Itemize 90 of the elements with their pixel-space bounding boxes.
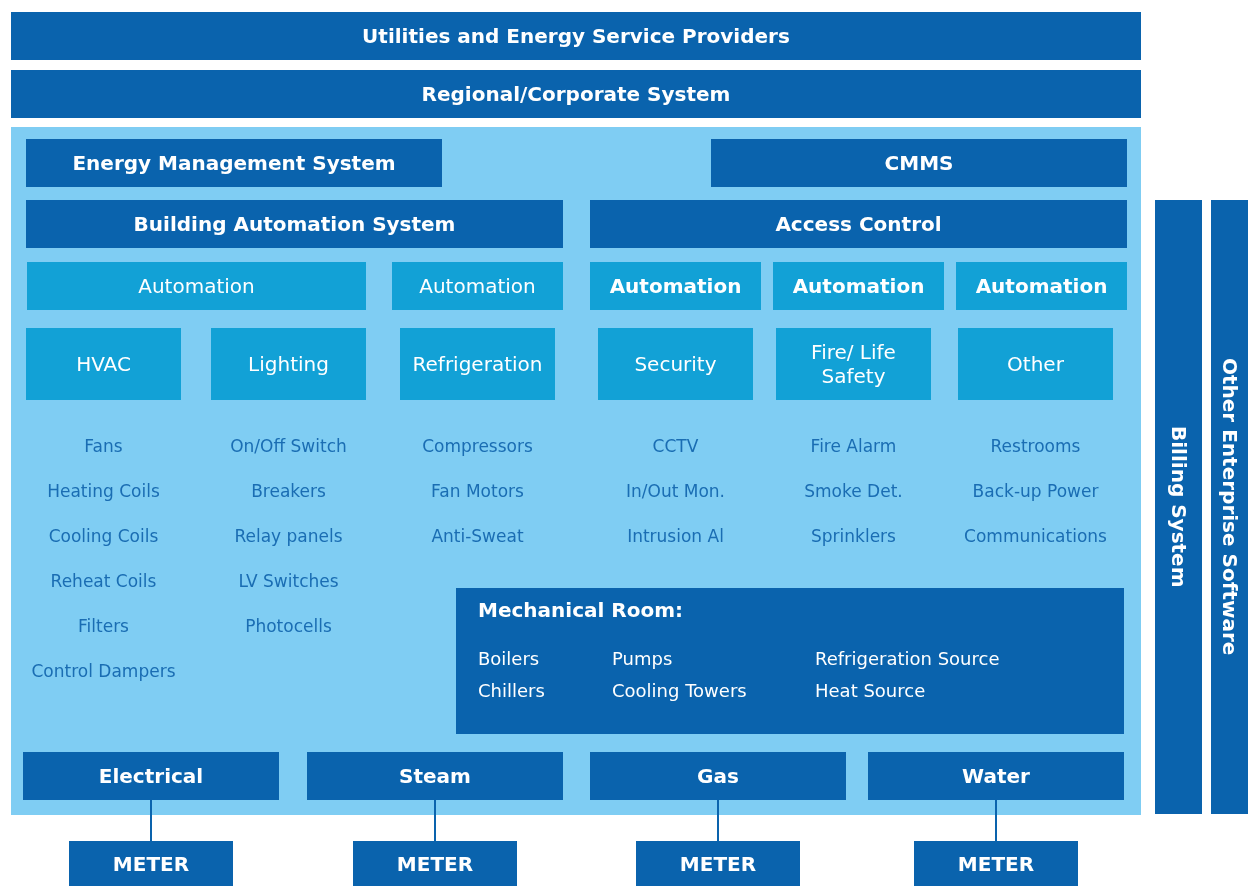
bar-title: Regional/Corporate System xyxy=(421,82,731,106)
item-label: Back-up Power xyxy=(971,481,1100,502)
bar-title: Automation xyxy=(419,274,536,298)
item-label: Filters xyxy=(77,616,130,637)
item-label: Anti-Sweat xyxy=(430,526,525,547)
utility-bar xyxy=(868,752,1124,800)
equipment-label: Boilers xyxy=(478,648,540,669)
equipment-label: Chillers xyxy=(478,680,545,701)
system-bar xyxy=(711,139,1127,187)
bar-title: Automation xyxy=(975,274,1108,298)
item-label: LV Switches xyxy=(237,571,340,592)
meter-box xyxy=(69,841,233,886)
system-bar xyxy=(11,70,1141,118)
item-label: Communications xyxy=(963,526,1108,547)
item-label: Compressors xyxy=(421,436,534,457)
bar-title: Security xyxy=(634,352,717,376)
automation-bar xyxy=(956,262,1127,310)
bar-title: Automation xyxy=(138,274,255,298)
bar-title: Billing System xyxy=(1166,426,1191,588)
equipment-label: Cooling Towers xyxy=(612,680,747,701)
item-label: Control Dampers xyxy=(30,661,177,682)
item-label: Fire Alarm xyxy=(809,436,898,457)
panel-heading: Mechanical Room: xyxy=(478,598,684,622)
connector-line xyxy=(150,799,152,842)
system-bar xyxy=(590,200,1127,248)
category-box xyxy=(958,328,1113,400)
bar-title: Energy Management System xyxy=(72,151,396,175)
category-box xyxy=(598,328,753,400)
bar-title: METER xyxy=(112,851,190,876)
vertical-bar xyxy=(1211,200,1248,814)
utility-bar xyxy=(590,752,846,800)
bar-title: Electrical xyxy=(98,764,204,788)
bar-title: Fire/ Life Safety xyxy=(810,340,897,388)
item-label: Smoke Det. xyxy=(803,481,904,502)
item-label: Restrooms xyxy=(989,436,1082,457)
meter-box xyxy=(914,841,1078,886)
bar-title: Water xyxy=(962,764,1030,788)
bar-title: Utilities and Energy Service Providers xyxy=(362,24,790,48)
item-label: Fans xyxy=(83,436,124,457)
bar-title: Steam xyxy=(399,764,471,788)
item-label: CCTV xyxy=(651,436,700,457)
bar-title: Automation xyxy=(792,274,925,298)
bar-title: Building Automation System xyxy=(133,212,456,236)
item-label: Heating Coils xyxy=(46,481,161,502)
bar-title: METER xyxy=(679,851,757,876)
meter-box xyxy=(353,841,517,886)
bar-title: Access Control xyxy=(775,212,942,236)
item-label: Breakers xyxy=(250,481,327,502)
item-label: Photocells xyxy=(244,616,333,637)
automation-bar xyxy=(27,262,366,310)
bar-title: METER xyxy=(957,851,1035,876)
automation-bar xyxy=(590,262,761,310)
bar-title: Other xyxy=(1007,352,1064,376)
category-box xyxy=(26,328,181,400)
meter-box xyxy=(636,841,800,886)
category-box xyxy=(400,328,555,400)
bar-title: METER xyxy=(396,851,474,876)
item-label: Relay panels xyxy=(233,526,344,547)
mechanical-room-panel xyxy=(456,588,1124,734)
connector-line xyxy=(717,799,719,842)
system-bar xyxy=(26,139,442,187)
equipment-label: Heat Source xyxy=(815,680,926,701)
connector-line xyxy=(995,799,997,842)
automation-bar xyxy=(773,262,944,310)
vertical-bar xyxy=(1155,200,1202,814)
category-box xyxy=(211,328,366,400)
system-bar xyxy=(26,200,563,248)
equipment-label: Refrigeration Source xyxy=(815,648,1000,669)
bar-title: Automation xyxy=(609,274,742,298)
item-label: In/Out Mon. xyxy=(625,481,726,502)
bar-title: Gas xyxy=(697,764,739,788)
panel-background xyxy=(11,127,1141,815)
item-label: Reheat Coils xyxy=(49,571,158,592)
equipment-label: Pumps xyxy=(612,648,673,669)
bar-title: Refrigeration xyxy=(412,352,543,376)
item-label: Intrusion Al xyxy=(626,526,725,547)
item-label: Fan Motors xyxy=(430,481,525,502)
bar-title: Other Enterprise Software xyxy=(1217,358,1242,656)
item-label: On/Off Switch xyxy=(229,436,348,457)
utility-bar xyxy=(23,752,279,800)
item-label: Cooling Coils xyxy=(47,526,160,547)
bar-title: Lighting xyxy=(248,352,329,376)
system-bar xyxy=(11,12,1141,60)
bar-title: CMMS xyxy=(884,151,954,175)
bar-title: HVAC xyxy=(76,352,131,376)
utility-bar xyxy=(307,752,563,800)
category-box xyxy=(776,328,931,400)
connector-line xyxy=(434,799,436,842)
automation-bar xyxy=(392,262,563,310)
item-label: Sprinklers xyxy=(810,526,897,547)
